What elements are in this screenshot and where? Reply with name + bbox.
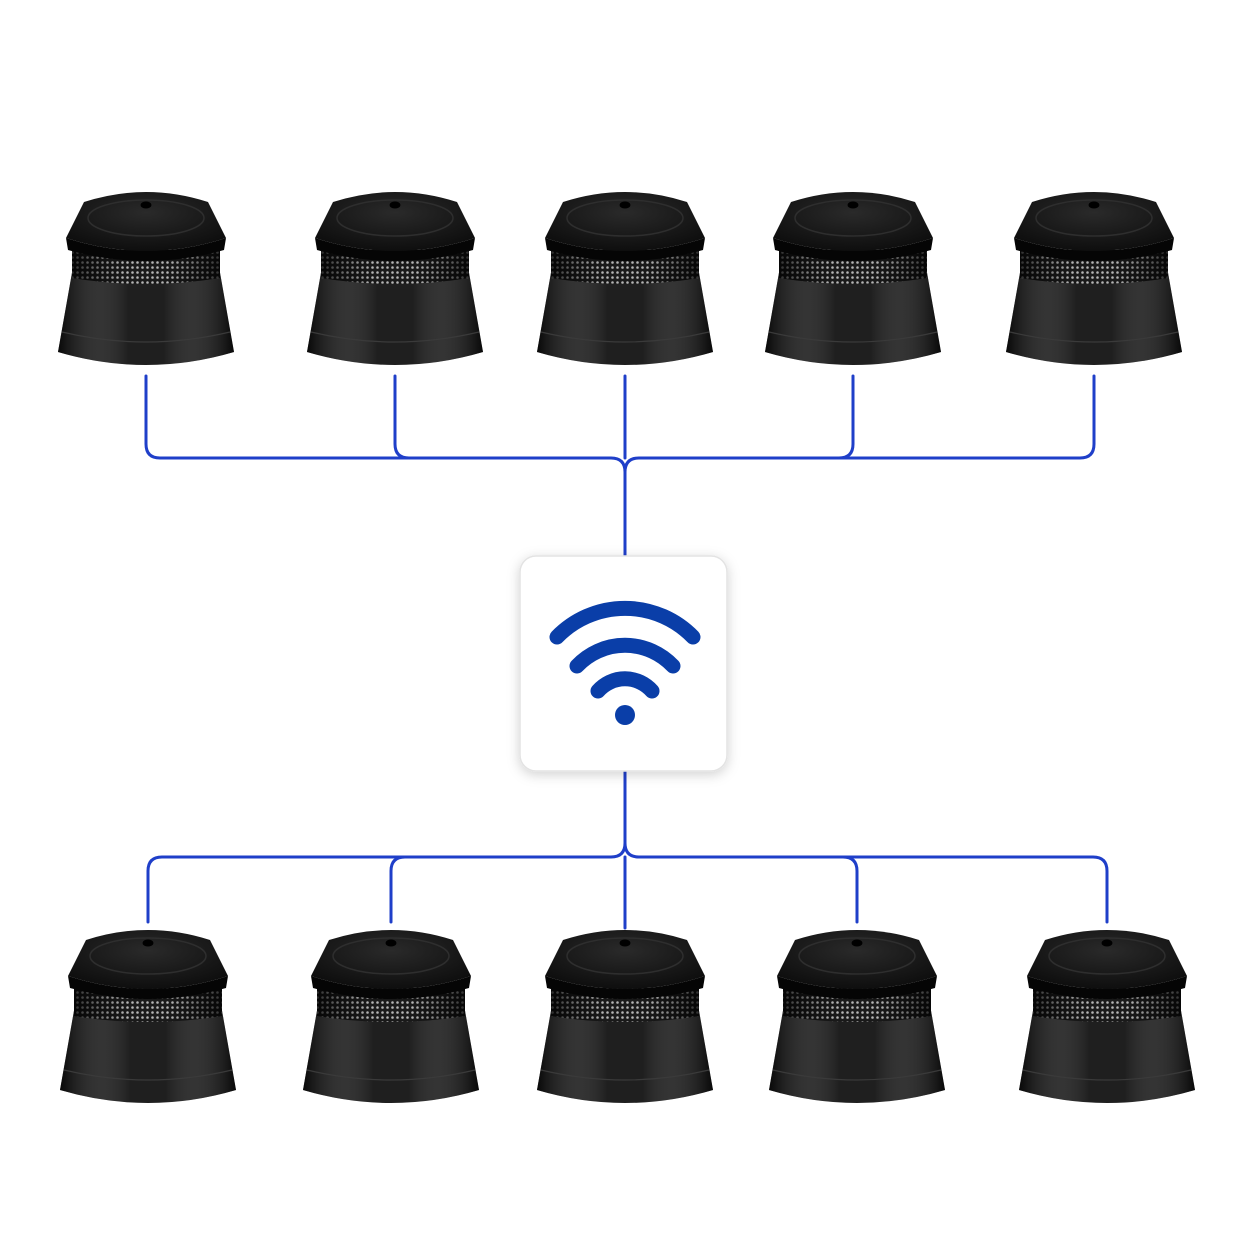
wifi-icon	[549, 600, 701, 725]
link-bottom-5	[623, 841, 1109, 924]
connection-lines	[144, 374, 1109, 930]
sensor-bottom-4	[769, 930, 945, 1103]
sensor-top-3	[537, 192, 713, 365]
sensor-bottom-5	[1019, 930, 1195, 1103]
link-top-1	[144, 374, 627, 558]
sensor-top-1	[58, 192, 234, 365]
link-top-5	[623, 374, 1096, 474]
link-top-2	[393, 374, 411, 460]
sensor-bottom-3	[537, 930, 713, 1103]
link-bottom-4	[841, 855, 859, 924]
sensor-bottom-2	[303, 930, 479, 1103]
link-bottom-2	[389, 855, 407, 924]
sensor-bottom-1	[60, 930, 236, 1103]
sensor-top-5	[1006, 192, 1182, 365]
sensor-top-2	[307, 192, 483, 365]
wifi-hub	[519, 555, 728, 772]
link-top-4	[837, 374, 855, 460]
sensor-top-4	[765, 192, 941, 365]
link-bottom-1	[146, 769, 627, 924]
sensor-devices	[58, 192, 1195, 1103]
hub-box	[519, 555, 728, 772]
